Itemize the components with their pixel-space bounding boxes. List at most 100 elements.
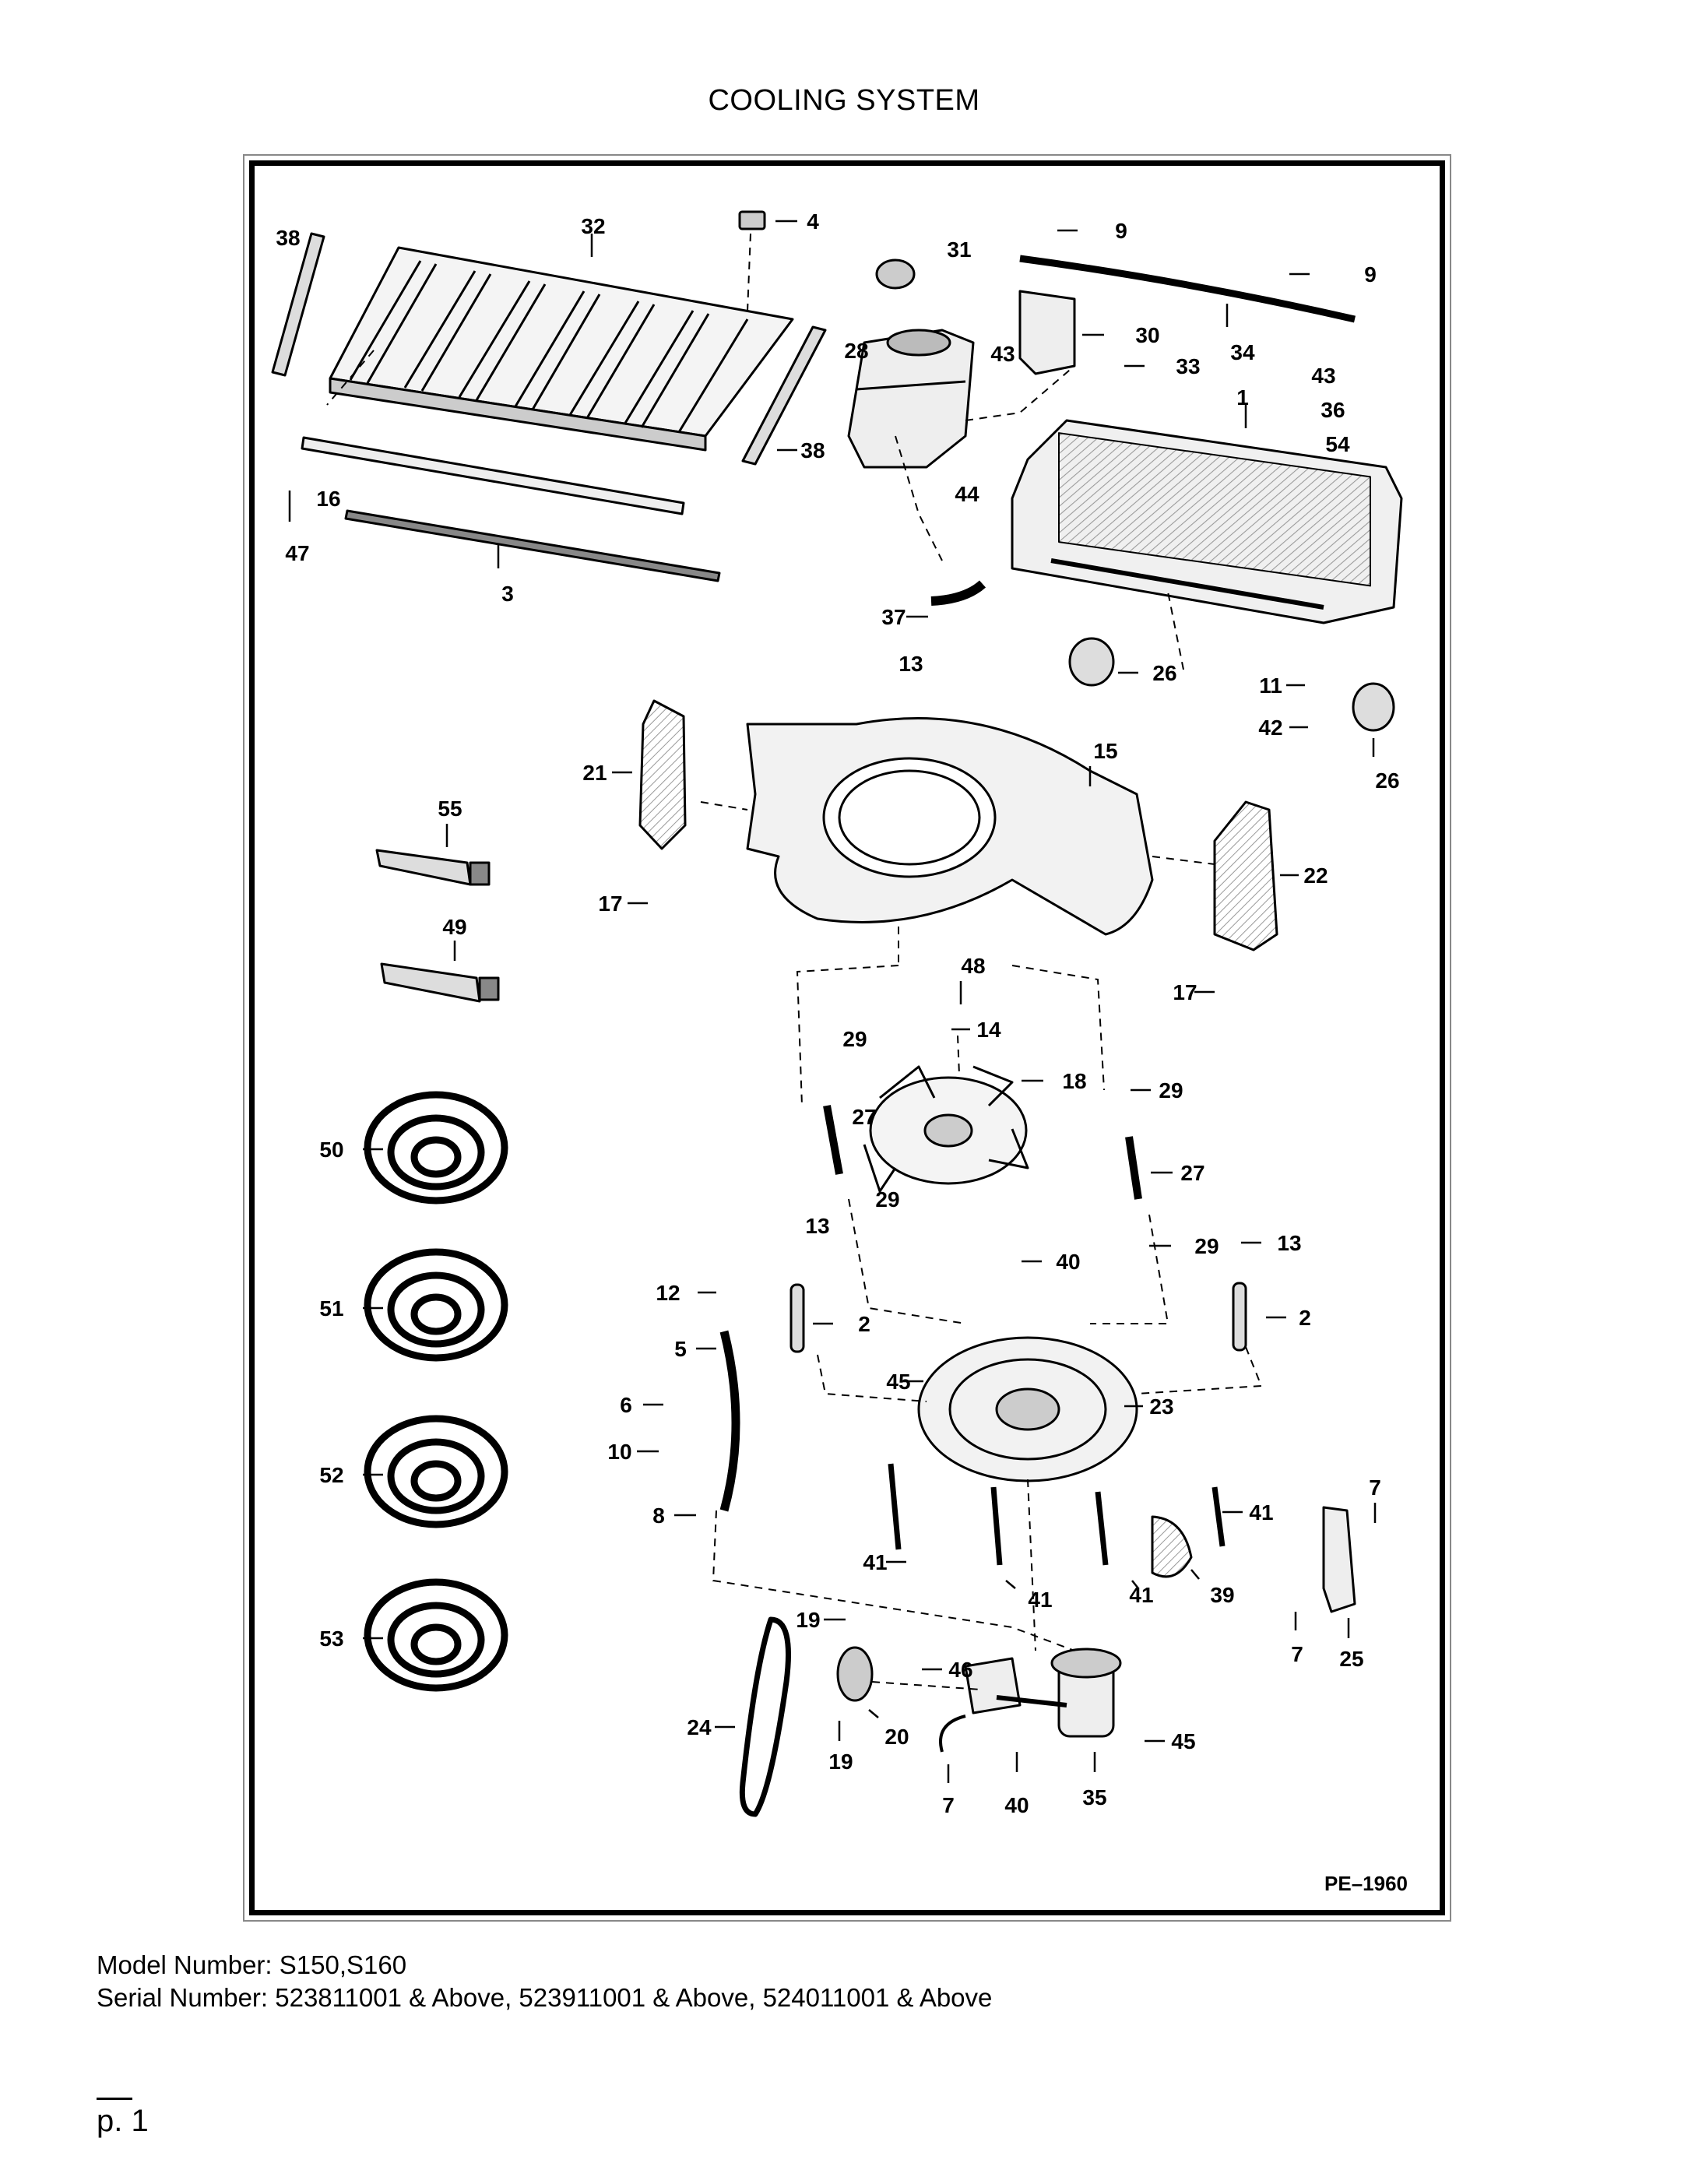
radiator-core [1011,419,1403,624]
callout-23: 23 [1149,1394,1173,1419]
part-39 [1151,1515,1193,1578]
callout-26: 26 [1152,661,1176,685]
callout-41: 41 [1249,1500,1273,1525]
callout-6: 6 [620,1393,632,1417]
callout-2: 2 [858,1312,870,1336]
callout-3: 3 [501,582,514,606]
overflow-hose [1019,255,1356,323]
callout-29: 29 [875,1187,899,1212]
callout-46: 46 [948,1658,972,1682]
callout-7: 7 [942,1793,955,1817]
callout-32: 32 [581,214,605,238]
bracket-part-25 [1322,1506,1356,1613]
mount-part-26b [1352,682,1395,732]
callout-39: 39 [1210,1583,1234,1607]
bracket-part-30 [1018,290,1076,375]
callout-25: 25 [1339,1647,1363,1671]
radiator-cap [875,258,916,290]
callout-45: 45 [1171,1729,1195,1753]
mount-part-26a [1068,637,1115,687]
page-divider [97,2098,132,2100]
bolt-part-41d [1211,1486,1226,1547]
rod-part-3 [344,509,721,582]
callout-20: 20 [884,1725,909,1749]
callout-9: 9 [1115,219,1127,243]
callout-47: 47 [285,541,309,565]
callout-41: 41 [863,1550,887,1574]
hose-coil-53 [364,1578,508,1692]
callout-11: 11 [1259,673,1282,698]
callout-19: 19 [828,1750,853,1774]
callout-41: 41 [1028,1588,1052,1612]
strip-part-16 [301,436,685,515]
callout-26: 26 [1375,768,1399,793]
spacer-part-2b [1232,1282,1247,1352]
callout-22: 22 [1303,863,1328,888]
callout-44: 44 [955,482,979,506]
callout-45: 45 [886,1370,910,1394]
radiator-grille [329,246,794,452]
bolt-part-41b [990,1486,1003,1566]
callout-13: 13 [805,1214,829,1238]
callout-41: 41 [1129,1583,1153,1607]
page-title: COOLING SYSTEM [708,84,980,117]
assembly-lines [326,233,1263,1690]
seal-strip-right [741,325,827,466]
hose-coil-52 [364,1415,508,1528]
callout-40: 40 [1004,1793,1029,1817]
callout-2: 2 [1299,1306,1311,1330]
callout-17: 17 [598,892,622,916]
callout-43: 43 [990,342,1015,366]
callout-49: 49 [442,915,466,939]
callout-19: 19 [796,1608,820,1632]
callout-7: 7 [1291,1642,1303,1666]
callout-24: 24 [687,1715,712,1739]
callout-53: 53 [319,1627,343,1651]
serial-number: Serial Number: 523811001 & Above, 523911… [97,1983,993,2012]
callout-36: 36 [1321,398,1345,422]
callout-5: 5 [674,1337,687,1361]
callout-1: 1 [1236,385,1249,410]
callout-21: 21 [582,761,607,785]
callout-27: 27 [1180,1161,1204,1185]
callout-4: 4 [807,209,819,234]
cap-part-4 [738,210,766,230]
seal-strip-left [271,232,325,377]
side-screen-right [1213,800,1278,951]
callout-16: 16 [316,487,340,511]
callout-38: 38 [276,226,300,250]
hose-coil-50 [364,1091,508,1205]
bolt-part-41a [888,1463,902,1550]
callout-38: 38 [800,438,825,462]
tube-part-49 [380,962,500,1003]
drawing-reference: PE–1960 [1324,1872,1408,1895]
page-number: p. 1 [97,2104,149,2138]
fan-drive-assembly [964,1648,1122,1738]
callout-31: 31 [947,237,971,262]
callout-28: 28 [844,339,868,363]
callout-29: 29 [842,1027,867,1051]
fan-shroud [746,717,1154,936]
callout-54: 54 [1325,432,1350,456]
callout-37: 37 [881,605,906,629]
callout-29: 29 [1159,1078,1183,1103]
drive-belt [739,1616,791,1817]
pulley-part-20 [836,1646,874,1702]
callout-13: 13 [1277,1231,1301,1255]
callout-10: 10 [607,1440,631,1464]
callout-14: 14 [976,1018,1001,1042]
callout-17: 17 [1173,980,1197,1004]
callout-7: 7 [1369,1475,1381,1500]
callout-18: 18 [1062,1069,1086,1093]
callout-50: 50 [319,1138,343,1162]
callout-42: 42 [1258,716,1282,740]
callout-48: 48 [961,954,985,978]
rod-part-27a [823,1105,843,1175]
hose-coil-51 [364,1248,508,1362]
fan-motor-plate [917,1336,1138,1482]
callout-43: 43 [1311,364,1335,388]
rod-part-27b [1125,1136,1142,1200]
hose-part-37 [930,580,986,606]
callout-15: 15 [1093,739,1117,763]
